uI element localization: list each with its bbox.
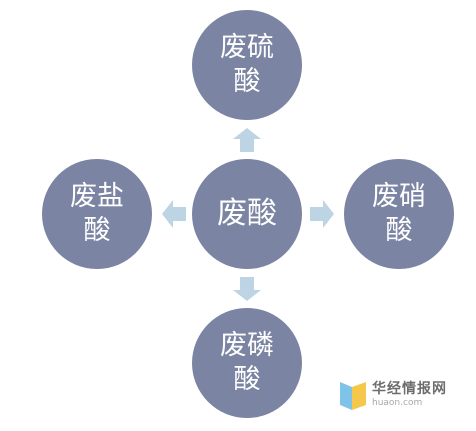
node-waste-hydrochloric-acid: 废盐酸 (42, 159, 152, 269)
node-waste-nitric-acid: 废硝酸 (344, 159, 454, 269)
watermark-name: 华经情报网 (372, 381, 447, 397)
arrow-right-icon (310, 200, 334, 228)
watermark-logo-icon (340, 382, 366, 410)
node-label-left: 废盐酸 (70, 181, 124, 246)
arrow-up-icon (233, 128, 261, 152)
node-label-center: 废酸 (217, 196, 277, 231)
arrow-down-icon (233, 277, 261, 301)
watermark: 华经情报网 huaon.com (338, 378, 447, 412)
arrow-left-icon (162, 200, 186, 228)
node-waste-acid: 废酸 (192, 159, 302, 269)
node-label-top: 废硫酸 (220, 32, 274, 97)
node-label-bottom: 废磷酸 (220, 330, 274, 395)
node-waste-phosphoric-acid: 废磷酸 (192, 308, 302, 418)
node-label-right: 废硝酸 (372, 181, 426, 246)
watermark-domain: huaon.com (372, 398, 423, 408)
node-waste-sulfuric-acid: 废硫酸 (192, 10, 302, 120)
